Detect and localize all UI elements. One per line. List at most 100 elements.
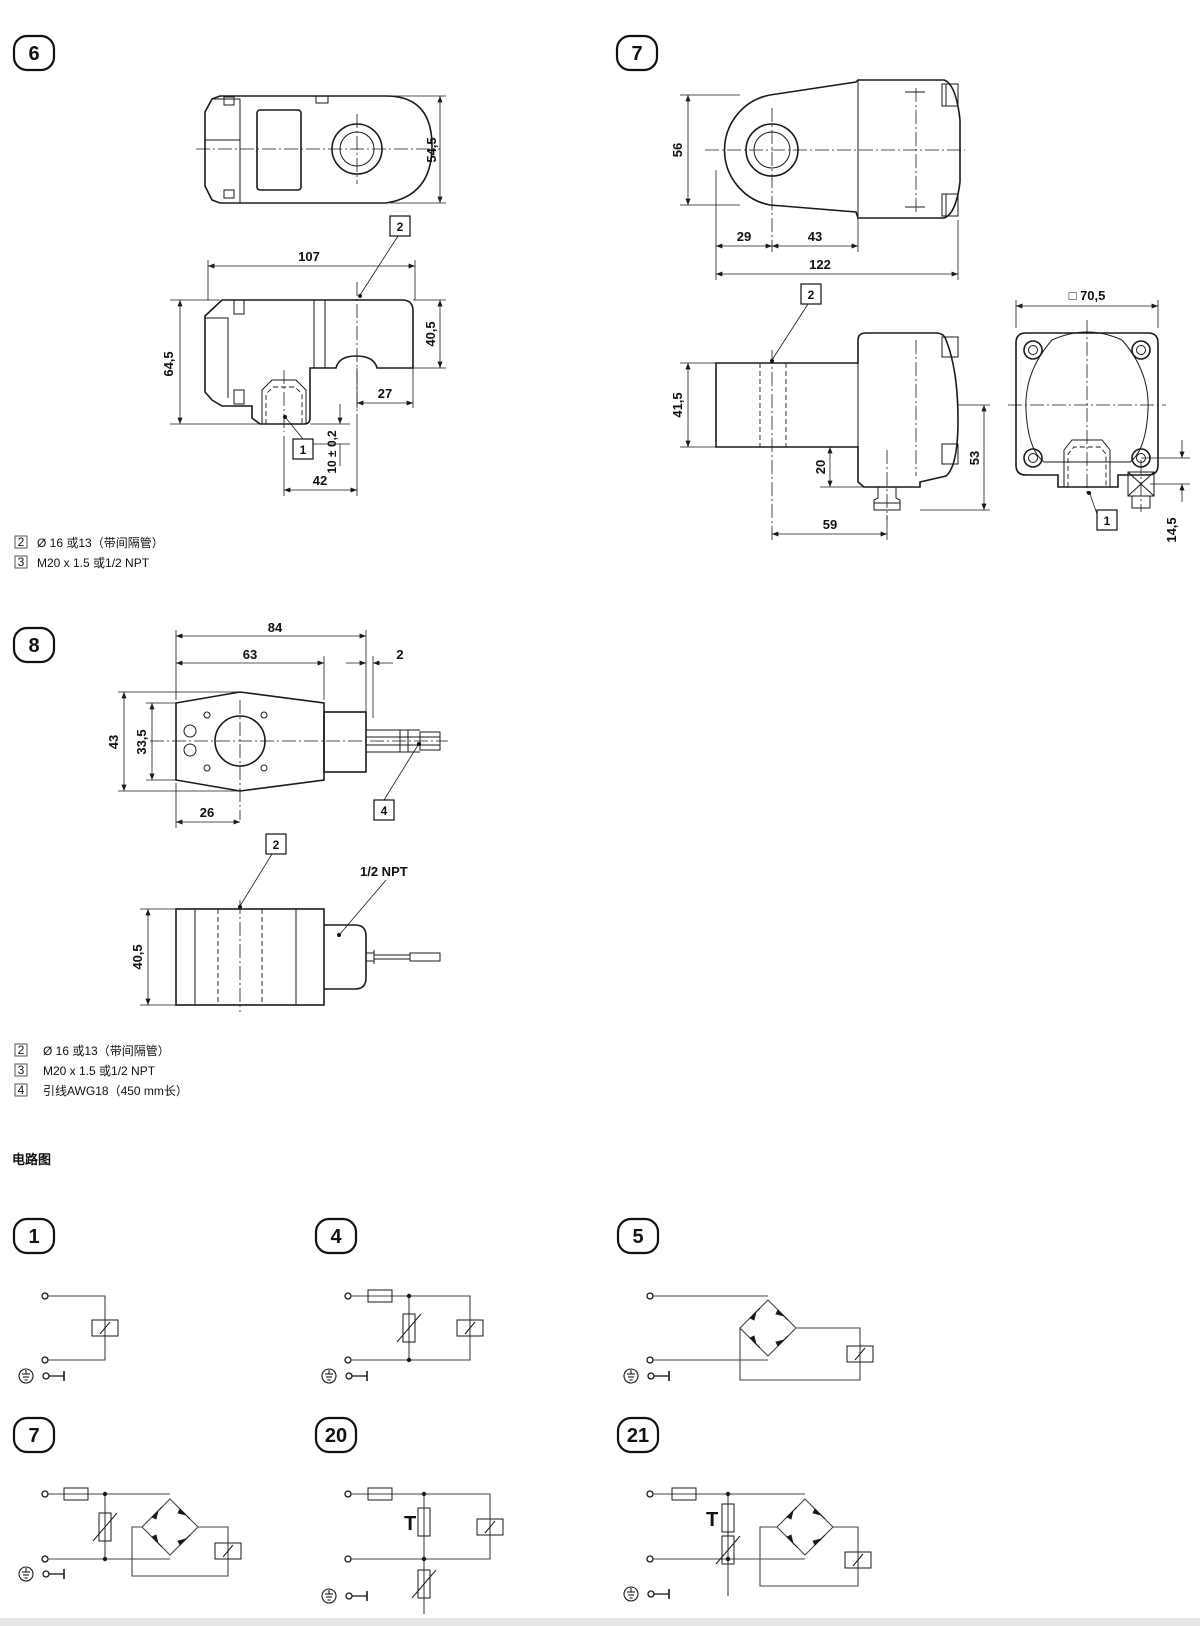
svg-text:56: 56 [670, 143, 685, 157]
svg-text:26: 26 [200, 805, 214, 820]
terminal-icon [41, 1555, 49, 1563]
legend-b-item: 3 M20 x 1.5 或1/2 NPT [14, 1063, 156, 1078]
terminal-icon [41, 1356, 49, 1364]
circuit-5-badge: 5 [616, 1217, 660, 1255]
rectifier-bridge-icon [776, 1498, 834, 1556]
fig8-callout-2: 2 [238, 833, 287, 909]
svg-text:8: 8 [28, 635, 39, 657]
terminal-icon [344, 1292, 352, 1300]
figure-6: 6 54,5 2 [12, 34, 446, 496]
svg-text:1/2 NPT: 1/2 NPT [360, 864, 408, 879]
page-footer-bar [0, 1618, 1200, 1626]
svg-text:2: 2 [273, 838, 280, 852]
legend-a-item: 3 M20 x 1.5 或1/2 NPT [14, 555, 150, 570]
svg-text:63: 63 [243, 647, 257, 662]
legend-b-item: 2 Ø 16 或13（带间隔管） [14, 1043, 170, 1058]
svg-text:5: 5 [632, 1226, 643, 1248]
terminal-icon [646, 1292, 654, 1300]
ground-icon [18, 1368, 65, 1384]
svg-text:64,5: 64,5 [161, 351, 176, 376]
svg-text:43: 43 [106, 735, 121, 749]
svg-text:122: 122 [809, 257, 831, 272]
svg-text:40,5: 40,5 [423, 321, 438, 346]
svg-text:2: 2 [397, 220, 404, 234]
fig6-callout-2: 2 [358, 215, 411, 298]
ground-icon [18, 1566, 65, 1582]
svg-text:59: 59 [823, 517, 837, 532]
fig7-top-view: 56 29 43 122 [670, 79, 965, 280]
svg-text:2: 2 [396, 647, 403, 662]
ground-icon [321, 1588, 368, 1604]
figure-8-badge: 8 [12, 626, 56, 664]
circuit-20-badge: 20 [314, 1416, 358, 1454]
svg-text:20: 20 [325, 1425, 347, 1447]
circuit-1: 1 [12, 1217, 119, 1384]
svg-text:10 ± 0,2: 10 ± 0,2 [325, 430, 339, 474]
svg-text:2: 2 [18, 535, 25, 549]
svg-text:1: 1 [300, 443, 307, 457]
svg-text:4: 4 [381, 804, 388, 818]
circuit-21: 21 T [616, 1416, 872, 1602]
svg-text:40,5: 40,5 [130, 944, 145, 969]
svg-text:41,5: 41,5 [670, 392, 685, 417]
svg-text:84: 84 [268, 620, 283, 635]
fig8-top-view: 84 63 2 43 [106, 620, 448, 828]
svg-text:□ 70,5: □ 70,5 [1069, 288, 1106, 303]
legend-b: 2 Ø 16 或13（带间隔管） 3 M20 x 1.5 或1/2 NPT 4 … [14, 1043, 188, 1098]
svg-text:54,5: 54,5 [424, 137, 439, 162]
fig7-callout-1: 1 [1087, 491, 1118, 531]
fig7-side-view: 41,5 20 59 53 [670, 332, 990, 540]
svg-text:1: 1 [1104, 514, 1111, 528]
terminal-icon [646, 1356, 654, 1364]
ground-icon [623, 1368, 670, 1384]
circuit-5: 5 [616, 1217, 874, 1384]
figure-6-badge: 6 [12, 34, 56, 72]
svg-text:引线AWG18（450 mm长）: 引线AWG18（450 mm长） [43, 1084, 188, 1098]
svg-text:42: 42 [313, 473, 327, 488]
fig7-callout-2: 2 [770, 283, 822, 363]
svg-text:4: 4 [330, 1226, 342, 1248]
circuit-4: 4 [314, 1217, 484, 1384]
svg-text:M20 x 1.5 或1/2 NPT: M20 x 1.5 或1/2 NPT [37, 556, 150, 570]
circuit-21-badge: 21 [616, 1416, 660, 1454]
thermistor-label: T [706, 1509, 718, 1531]
svg-text:4: 4 [18, 1083, 25, 1097]
svg-text:14,5: 14,5 [1164, 517, 1179, 542]
legend-a: 2 Ø 16 或13（带间隔管） 3 M20 x 1.5 或1/2 NPT [14, 535, 164, 570]
circuit-7: 7 [12, 1416, 242, 1582]
terminal-icon [646, 1555, 654, 1563]
terminal-icon [41, 1292, 49, 1300]
svg-text:1: 1 [28, 1226, 39, 1248]
circuit-4-badge: 4 [314, 1217, 358, 1255]
svg-text:M20 x 1.5 或1/2 NPT: M20 x 1.5 或1/2 NPT [43, 1064, 156, 1078]
svg-text:3: 3 [18, 555, 25, 569]
fig8-side-view: 1/2 NPT 40,5 [130, 864, 441, 1012]
circuit-20: 20 T [314, 1416, 504, 1614]
circuit-1-badge: 1 [12, 1217, 56, 1255]
svg-text:53: 53 [967, 451, 982, 465]
terminal-icon [646, 1490, 654, 1498]
svg-text:7: 7 [28, 1425, 39, 1447]
rectifier-bridge-icon [739, 1299, 797, 1357]
figure-7-badge: 7 [615, 34, 659, 72]
ground-icon [321, 1368, 368, 1384]
section-title: 电路图 [12, 1152, 51, 1167]
fig6-top-view: 54,5 [196, 95, 446, 204]
circuit-7-badge: 7 [12, 1416, 56, 1454]
svg-text:107: 107 [298, 249, 320, 264]
svg-text:6: 6 [28, 43, 39, 65]
svg-text:3: 3 [18, 1063, 25, 1077]
svg-text:21: 21 [627, 1425, 649, 1447]
fig8-callout-4: 4 [373, 742, 421, 821]
terminal-icon [344, 1356, 352, 1364]
terminal-icon [41, 1490, 49, 1498]
figure-7: 7 56 29 43 [615, 34, 1190, 543]
svg-text:7: 7 [631, 43, 642, 65]
svg-text:33,5: 33,5 [134, 729, 149, 754]
svg-text:29: 29 [737, 229, 751, 244]
svg-text:20: 20 [813, 460, 828, 474]
thermistor-label: T [404, 1513, 416, 1535]
svg-text:43: 43 [808, 229, 822, 244]
fig7-end-view: □ 70,5 14,5 [1008, 288, 1190, 543]
